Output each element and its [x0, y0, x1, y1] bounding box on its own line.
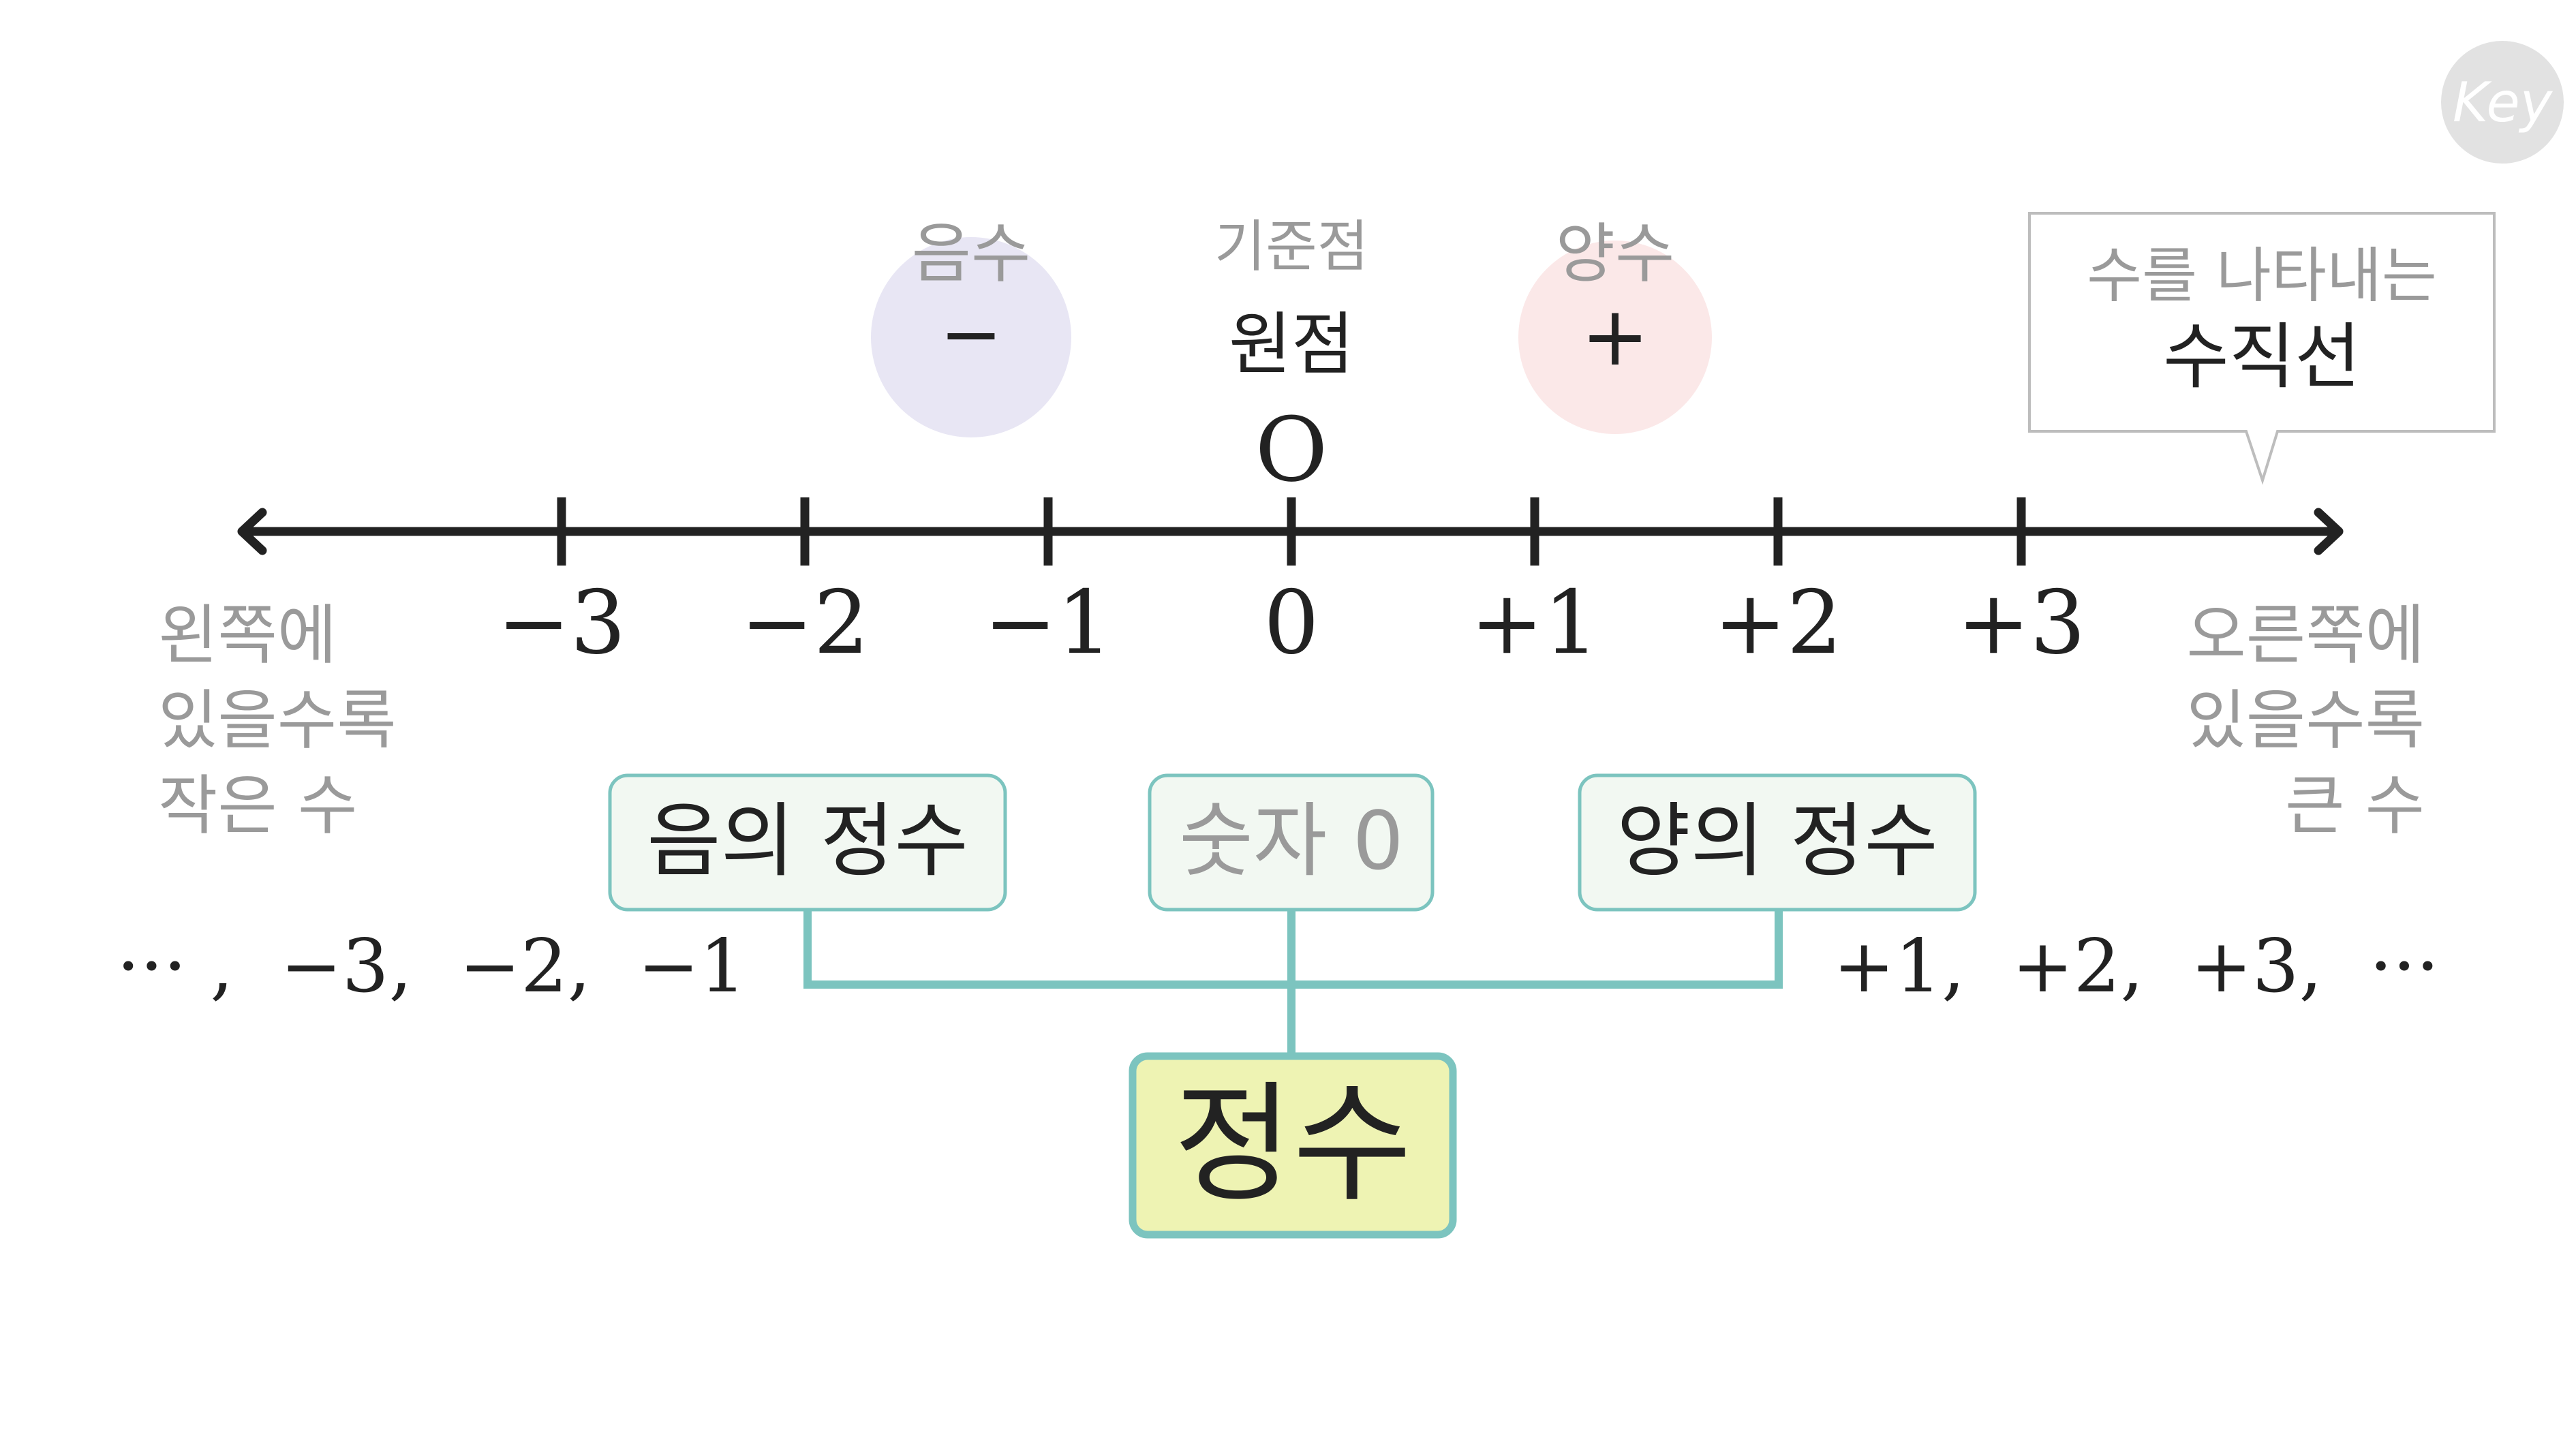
left-note-line: 있을수록: [158, 683, 397, 758]
positive-label: 양수: [1556, 217, 1675, 292]
negative-label: 음수: [912, 217, 1031, 292]
origin-caption: 기준점: [1214, 215, 1368, 279]
tick-label: 0: [1263, 572, 1319, 674]
integers-root-box: 정수: [1129, 1052, 1457, 1239]
origin-letter: O: [1255, 398, 1328, 501]
zero-label: 숫자 0: [1179, 794, 1404, 888]
left-note-line: 왼쪽에: [158, 598, 337, 673]
right-note-line: 큰 수: [2285, 769, 2425, 844]
tick-label: +2: [1714, 572, 1843, 674]
left-note-line: 작은 수: [158, 769, 357, 844]
callout-line1: 수를 나타내는: [2087, 241, 2437, 311]
negative-integers-box: 음의 정수: [608, 773, 1007, 912]
right-note: 오른쪽에 있을수록 큰 수: [2186, 598, 2425, 844]
origin-group: 기준점 원점 O: [1214, 215, 1368, 501]
tick-label: +3: [1957, 572, 2086, 674]
positive-sign-group: 양수 +: [1518, 217, 1712, 434]
negative-circle: [871, 237, 1071, 437]
tick-label: −2: [741, 572, 870, 674]
key-logo-text: Key: [2453, 71, 2554, 134]
positive-integers-label: 양의 정수: [1616, 794, 1938, 888]
callout-line2: 수직선: [2163, 315, 2361, 399]
positive-integers-box: 양의 정수: [1578, 773, 1977, 912]
negative-sequence: ··· , −3, −2, −1: [117, 924, 746, 1009]
callout-bubble: 수를 나타내는 수직선: [2028, 212, 2496, 485]
zero-box: 숫자 0: [1148, 773, 1435, 912]
right-note-line: 오른쪽에: [2186, 598, 2425, 673]
tree-connectors: [803, 910, 1783, 1056]
integers-root-label: 정수: [1174, 1069, 1412, 1220]
negative-integers-label: 음의 정수: [647, 794, 968, 888]
right-arrowhead: [2314, 508, 2344, 555]
negative-symbol: −: [940, 290, 1002, 377]
positive-circle: [1518, 241, 1712, 434]
left-note: 왼쪽에 있을수록 작은 수: [158, 598, 397, 844]
key-logo: Key: [2441, 41, 2564, 164]
negative-sign-group: 음수 −: [871, 217, 1071, 437]
positive-sequence: +1, +2, +3, ···: [1833, 924, 2440, 1009]
right-note-line: 있을수록: [2186, 683, 2425, 758]
tick-label: −3: [497, 572, 626, 674]
tick-label: −1: [984, 572, 1113, 674]
left-arrowhead: [237, 508, 267, 555]
number-line: −3 −2 −1 0 +1 +2 +3: [237, 497, 2344, 674]
tick-label: +1: [1471, 572, 1599, 674]
origin-title: 원점: [1229, 305, 1354, 384]
positive-symbol: +: [1581, 290, 1650, 384]
